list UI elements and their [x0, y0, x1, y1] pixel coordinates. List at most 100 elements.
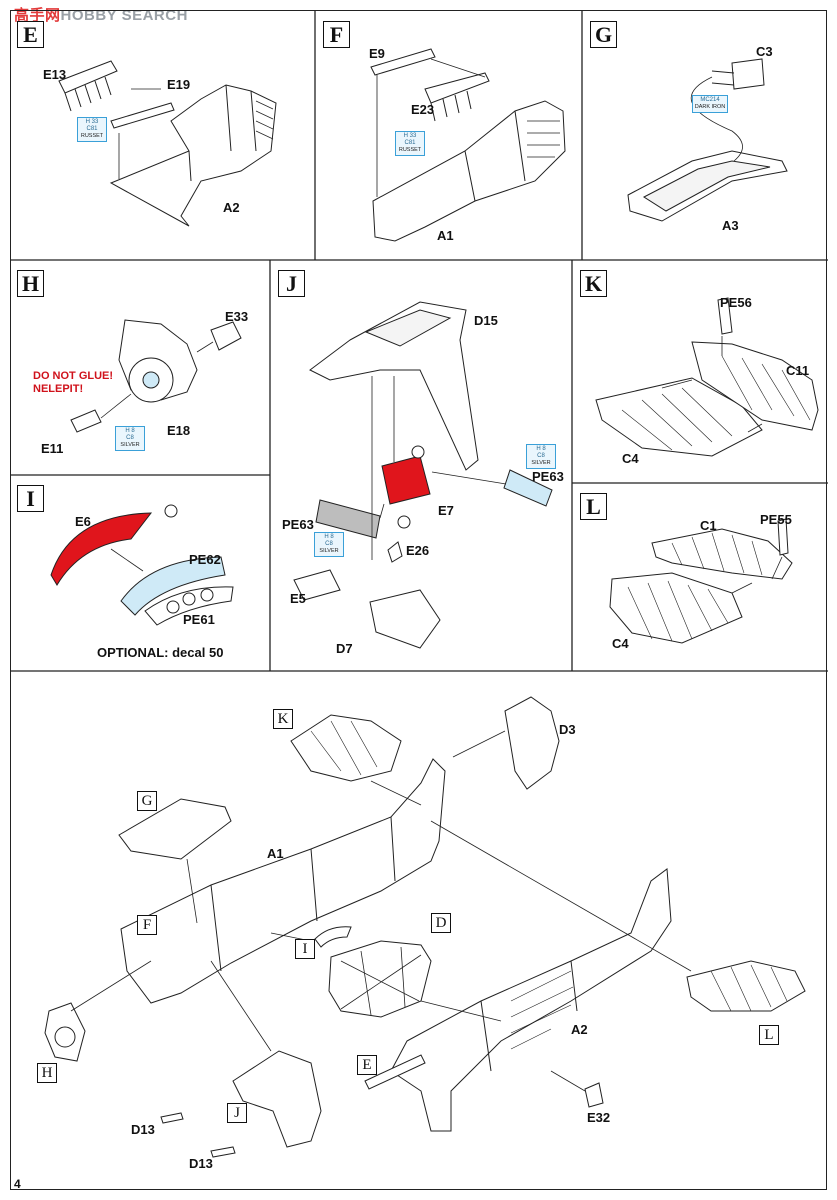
paint-name: RUSSET — [80, 133, 104, 139]
paint-chip-silver: H 8 C8 SILVER — [115, 426, 145, 451]
part-label-e23: E23 — [411, 102, 435, 117]
part-label-e6: E6 — [75, 514, 91, 529]
paint-code: H 33 — [403, 133, 417, 139]
part-label-a2: A2 — [223, 200, 240, 215]
step-k-box: K — [580, 270, 607, 297]
ref-box-g: G — [137, 791, 157, 811]
part-label-d13-lower: D13 — [189, 1156, 213, 1171]
part-label-pe55: PE55 — [760, 512, 792, 527]
step-j-panel: J D15 PE63 E7 PE63 — [270, 260, 572, 671]
step-f-box: F — [323, 21, 350, 48]
optional-decal-note: OPTIONAL: decal 50 — [97, 645, 224, 660]
step-i-drawing — [50, 504, 234, 626]
part-label-e19: E19 — [167, 77, 191, 92]
part-label-a1: A1 — [267, 846, 284, 861]
step-l-box: L — [580, 493, 607, 520]
step-l-drawing — [609, 518, 793, 644]
part-label-e32: E32 — [587, 1110, 611, 1125]
part-label-c1: C1 — [700, 518, 717, 533]
step-h-box: H — [17, 270, 44, 297]
part-label-pe56: PE56 — [720, 295, 752, 310]
watermark-en: HOBBY SEARCH — [60, 7, 188, 24]
step-e-box: E — [17, 21, 44, 48]
ref-box-l: L — [759, 1025, 779, 1045]
ref-box-f: F — [137, 915, 157, 935]
part-label-a1: A1 — [437, 228, 454, 243]
paint-mr: C8 — [325, 541, 333, 547]
paint-name: SILVER — [319, 548, 339, 554]
part-label-e33: E33 — [225, 309, 249, 324]
part-label-pe62: PE62 — [189, 552, 221, 567]
ref-box-e: E — [357, 1055, 377, 1075]
paint-name: SILVER — [120, 442, 140, 448]
paint-chip-russet: H 33 C81 RUSSET — [395, 131, 425, 156]
step-k-drawing — [595, 297, 819, 457]
paint-chip-silver-left: H 8 C8 SILVER — [314, 532, 344, 557]
panel-grid — [11, 11, 828, 672]
step-e-panel: E E13 E19 A2 H 33 C81 RUSSET — [11, 11, 315, 260]
paint-mr: C8 — [537, 453, 545, 459]
page-number: 4 — [14, 1177, 21, 1191]
step-j-drawing — [293, 301, 553, 649]
warning-line-en: DO NOT GLUE! — [33, 370, 114, 382]
paint-mr: C81 — [86, 126, 98, 132]
step-i-box: I — [17, 485, 44, 512]
part-label-pe63-left: PE63 — [282, 517, 314, 532]
step-k-panel: K PE56 C11 C4 — [572, 260, 828, 483]
part-label-pe63-right: PE63 — [532, 469, 564, 484]
paint-code: H 8 — [125, 428, 135, 434]
ref-box-h: H — [37, 1063, 57, 1083]
paint-code: H 33 — [85, 119, 99, 125]
part-label-c11: C11 — [786, 363, 810, 378]
step-g-panel: G C3 A3 MC214 DARK IRON — [582, 11, 828, 260]
do-not-glue-warning: DO NOT GLUE! NELEPIT! — [33, 370, 113, 396]
part-label-c4: C4 — [612, 636, 629, 651]
step-e-drawing — [58, 60, 277, 227]
paint-mr: C8 — [126, 435, 134, 441]
part-label-e7: E7 — [438, 503, 454, 518]
paint-chip-russet: H 33 C81 RUSSET — [77, 117, 107, 142]
paint-chip-silver-right: H 8 C8 SILVER — [526, 444, 556, 469]
paint-name: RUSSET — [398, 147, 422, 153]
step-l-panel: L C1 PE55 C4 — [572, 483, 828, 671]
ref-box-j: J — [227, 1103, 247, 1123]
paint-mr: C81 — [404, 140, 416, 146]
part-label-d3: D3 — [559, 722, 576, 737]
step-h-drawing — [70, 319, 242, 433]
part-label-c4: C4 — [622, 451, 639, 466]
paint-code: H 8 — [536, 446, 546, 452]
instruction-sheet: E E13 E19 A2 H 33 C81 RUSSET — [10, 10, 828, 1191]
watermark-cn: 高手网 — [14, 7, 61, 24]
part-label-e18: E18 — [167, 423, 191, 438]
ref-box-i: I — [295, 939, 315, 959]
main-assembly-drawing — [44, 696, 806, 1158]
step-g-box: G — [590, 21, 617, 48]
step-g-drawing — [627, 58, 788, 222]
part-label-e13: E13 — [43, 67, 67, 82]
step-f-drawing — [370, 48, 566, 242]
part-label-d15: D15 — [474, 313, 498, 328]
watermark: 高手网HOBBY SEARCH — [14, 4, 188, 25]
paint-code: H 8 — [324, 534, 334, 540]
step-j-box: J — [278, 270, 305, 297]
ref-box-d: D — [431, 913, 451, 933]
part-label-pe61: PE61 — [183, 612, 215, 627]
step-f-panel: F E9 E23 A1 H 33 C81 RUSSET — [315, 11, 582, 260]
main-assembly-panel: K G F I D H J E L D3 A1 A2 E32 D13 D13 — [11, 671, 828, 1191]
part-label-e11: E11 — [41, 441, 64, 456]
step-h-panel: H E33 E18 E11 DO NOT GLUE! NELEPIT! H 8 … — [11, 260, 270, 475]
part-label-a3: A3 — [722, 218, 739, 233]
ref-box-k: K — [273, 709, 293, 729]
paint-name: DARK IRON — [694, 104, 726, 110]
part-label-a2: A2 — [571, 1022, 588, 1037]
part-label-e9: E9 — [369, 46, 385, 61]
part-label-d7: D7 — [336, 641, 353, 656]
warning-line-cz: NELEPIT! — [33, 383, 84, 395]
part-label-e5: E5 — [290, 591, 306, 606]
paint-chip-dark-iron: MC214 DARK IRON — [692, 95, 728, 113]
step-i-panel: I E6 PE62 PE61 OPTIONAL: decal 50 — [11, 475, 270, 671]
paint-code: MC214 — [700, 97, 720, 103]
paint-name: SILVER — [531, 460, 551, 466]
part-label-c3: C3 — [756, 44, 773, 59]
part-label-d13-upper: D13 — [131, 1122, 155, 1137]
